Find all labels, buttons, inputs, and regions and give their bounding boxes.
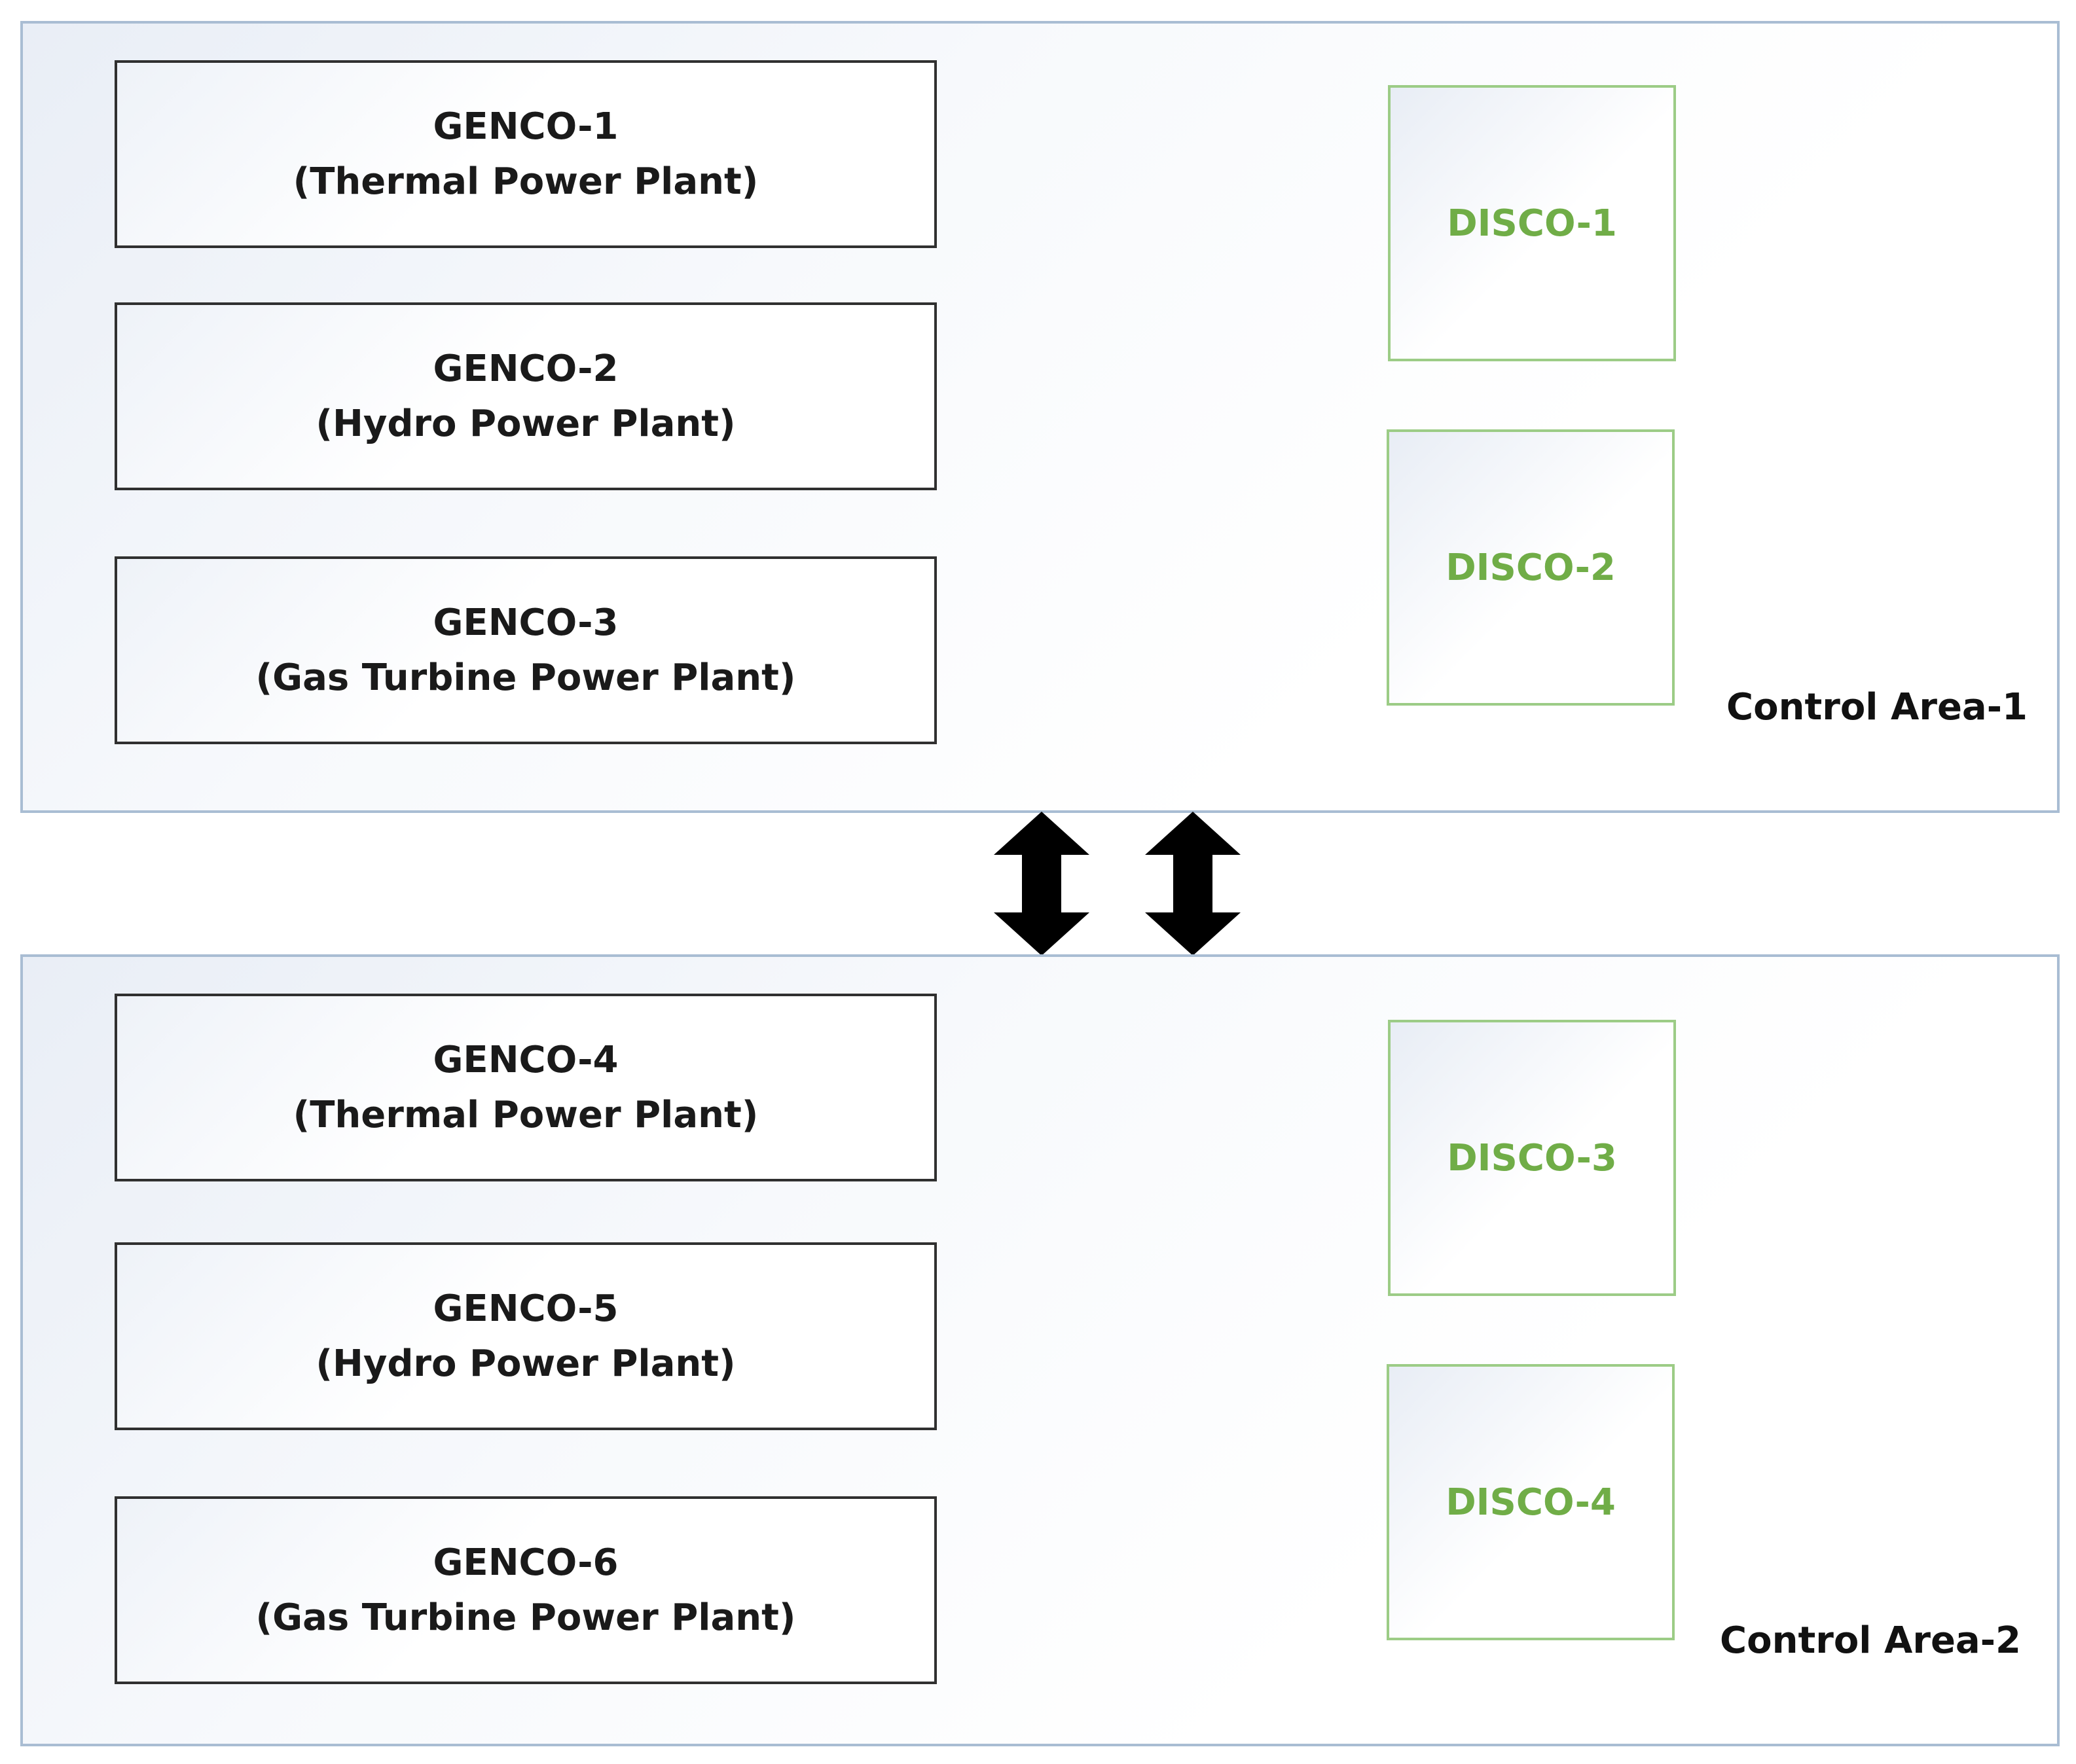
disco-2-box: DISCO-2 — [1387, 429, 1675, 706]
genco-3-name: GENCO-3 — [433, 601, 619, 644]
genco-3-box: GENCO-3 (Gas Turbine Power Plant) — [115, 556, 937, 744]
genco-1-type: (Thermal Power Plant) — [293, 160, 759, 203]
genco-1-name: GENCO-1 — [433, 105, 619, 148]
genco-5-type: (Hydro Power Plant) — [316, 1342, 736, 1385]
genco-6-type: (Gas Turbine Power Plant) — [255, 1596, 796, 1639]
genco-2-name: GENCO-2 — [433, 347, 619, 390]
disco-3-box: DISCO-3 — [1388, 1020, 1676, 1296]
double-headed-arrow-icon — [1145, 812, 1241, 956]
genco-1-box: GENCO-1 (Thermal Power Plant) — [115, 60, 937, 248]
disco-1-label: DISCO-1 — [1447, 202, 1617, 245]
genco-4-name: GENCO-4 — [433, 1038, 619, 1081]
genco-4-box: GENCO-4 (Thermal Power Plant) — [115, 994, 937, 1181]
genco-2-type: (Hydro Power Plant) — [316, 402, 736, 445]
control-area-2: GENCO-4 (Thermal Power Plant) GENCO-5 (H… — [20, 954, 2060, 1746]
disco-4-box: DISCO-4 — [1387, 1364, 1675, 1640]
genco-3-type: (Gas Turbine Power Plant) — [255, 656, 796, 699]
disco-4-label: DISCO-4 — [1446, 1481, 1616, 1524]
genco-6-name: GENCO-6 — [433, 1541, 619, 1584]
double-headed-arrow-icon — [994, 812, 1089, 956]
control-area-1: GENCO-1 (Thermal Power Plant) GENCO-2 (H… — [20, 21, 2060, 813]
genco-5-name: GENCO-5 — [433, 1287, 619, 1330]
control-area-2-label: Control Area-2 — [1720, 1619, 2021, 1662]
genco-4-type: (Thermal Power Plant) — [293, 1093, 759, 1136]
genco-2-box: GENCO-2 (Hydro Power Plant) — [115, 302, 937, 490]
disco-3-label: DISCO-3 — [1447, 1136, 1617, 1179]
disco-2-label: DISCO-2 — [1446, 546, 1616, 589]
control-area-1-label: Control Area-1 — [1726, 686, 2028, 729]
disco-1-box: DISCO-1 — [1388, 85, 1676, 361]
genco-5-box: GENCO-5 (Hydro Power Plant) — [115, 1242, 937, 1430]
genco-6-box: GENCO-6 (Gas Turbine Power Plant) — [115, 1496, 937, 1684]
